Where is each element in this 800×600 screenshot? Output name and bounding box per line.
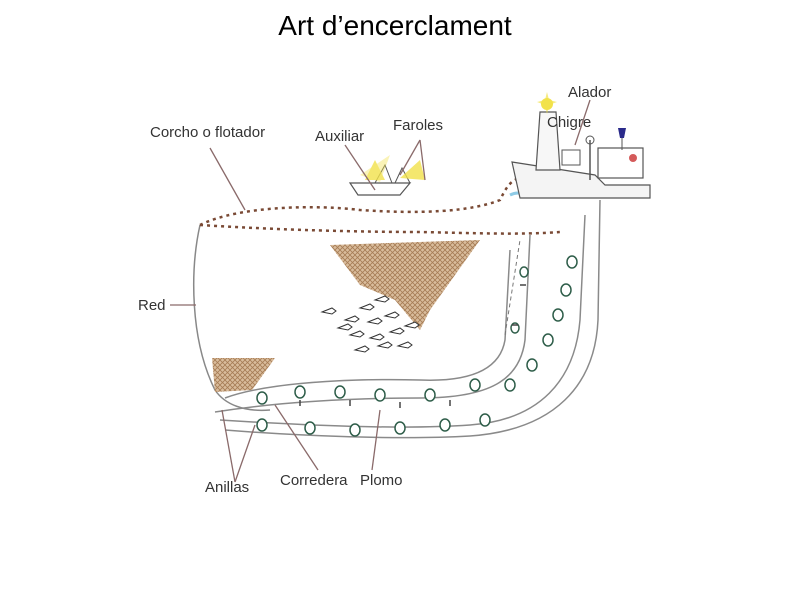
ring	[256, 391, 268, 405]
label-faroles: Faroles	[393, 117, 443, 134]
label-alador: Alador	[568, 84, 611, 101]
ring	[479, 413, 491, 427]
lead-weights	[299, 284, 526, 408]
vessel-light-icon	[537, 92, 557, 114]
purse-line-upper	[224, 249, 511, 399]
ring	[566, 255, 578, 269]
label-plomo: Plomo	[360, 472, 403, 489]
ring	[334, 385, 346, 399]
lantern-light-icon	[360, 155, 425, 182]
ring	[469, 378, 481, 392]
label-corredera: Corredera	[280, 472, 348, 489]
ring	[394, 421, 406, 435]
cork-line	[199, 176, 521, 227]
label-anillas: Anillas	[205, 479, 249, 496]
ring	[349, 423, 361, 437]
purse-line-lower	[214, 234, 531, 413]
label-chigre: Chigre	[547, 114, 591, 131]
ring	[256, 418, 268, 432]
ring	[552, 308, 564, 322]
ring	[560, 283, 572, 297]
ring	[504, 378, 516, 392]
fish-school	[320, 295, 420, 353]
purse-line-outer-b	[224, 199, 601, 439]
purse-seine-diagram: Corcho o flotador Auxiliar Faroles Alado…	[138, 84, 651, 496]
ring	[424, 388, 436, 402]
main-vessel	[511, 111, 651, 199]
slide-title: Art d’encerclament	[278, 10, 512, 41]
cork-line-lower	[199, 223, 561, 235]
ring	[519, 266, 529, 278]
purse-line-outer-a	[219, 214, 586, 428]
rings-group	[256, 255, 578, 437]
ring	[374, 388, 386, 402]
ring	[439, 418, 451, 432]
label-red: Red	[138, 297, 166, 314]
label-corcho: Corcho o flotador	[150, 124, 265, 141]
label-auxiliar: Auxiliar	[315, 128, 364, 145]
ring	[294, 385, 306, 399]
net-mesh-left	[212, 358, 275, 392]
ring	[526, 358, 538, 372]
ring	[304, 421, 316, 435]
dashed-line	[504, 239, 521, 336]
leader-lines	[170, 99, 591, 483]
net-mesh-center	[330, 240, 480, 330]
ring	[542, 333, 554, 347]
